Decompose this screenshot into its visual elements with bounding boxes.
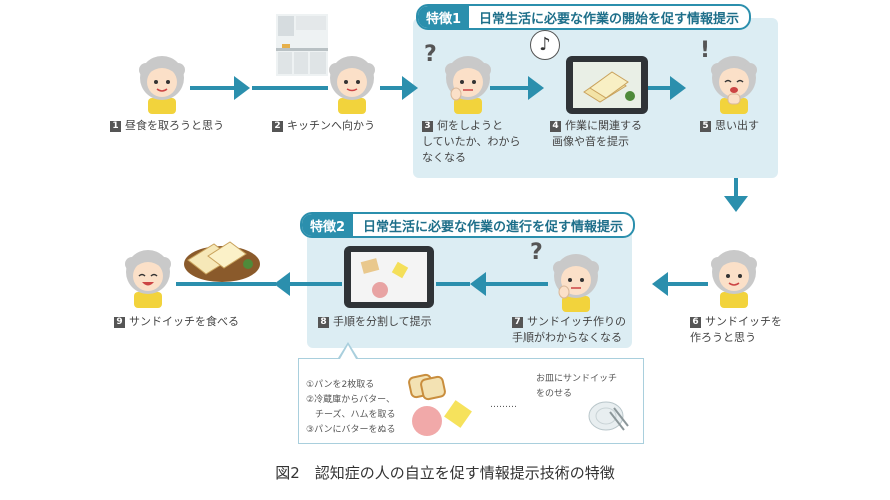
flow-line	[176, 282, 276, 286]
feature2-title: 日常生活に必要な作業の進行を促す情報提示	[363, 219, 624, 235]
question-mark: ?	[530, 240, 543, 265]
kitchen-illustration	[276, 14, 328, 76]
flow-line	[252, 86, 328, 90]
arrow-right-icon	[670, 76, 686, 100]
plate-icon	[586, 394, 630, 434]
flow-line	[734, 178, 738, 200]
flow-line	[668, 282, 708, 286]
feature2-tag: 特徴2	[302, 214, 354, 236]
bread-icon	[406, 368, 450, 402]
question-mark: ?	[424, 42, 437, 67]
elderly-person-icon	[706, 246, 762, 308]
elderly-person-icon	[324, 52, 380, 114]
feature1-header: 特徴1 日常生活に必要な作業の開始を促す情報提示	[416, 4, 752, 30]
final-step-text: お皿にサンドイッチ をのせる	[536, 374, 618, 399]
arrow-right-icon	[528, 76, 544, 100]
arrow-down-icon	[724, 196, 748, 212]
elderly-person-icon	[134, 52, 190, 114]
flow-line	[436, 282, 470, 286]
flow-line	[380, 86, 406, 90]
figure-caption: 図2 認知症の人の自立を促す情報提示技術の特徴	[275, 464, 615, 482]
feature1-title: 日常生活に必要な作業の開始を促す情報提示	[479, 11, 740, 27]
confused-person-icon	[548, 250, 604, 312]
flow-line	[490, 86, 532, 90]
callout-pointer-inner	[340, 345, 356, 359]
procedure-box	[298, 358, 644, 444]
ham-icon	[412, 406, 442, 436]
confused-person-icon	[440, 52, 496, 114]
flow-line	[190, 86, 238, 90]
arrow-left-icon	[470, 272, 486, 296]
arrow-left-icon	[274, 272, 290, 296]
procedure-steps: ①パンを2枚取る ②冷蔵庫からバター、 チーズ、ハムを取る ③パンにバターをぬる	[306, 380, 396, 435]
music-note-icon: ♪	[530, 30, 560, 60]
feature1-tag: 特徴1	[418, 6, 470, 28]
arrow-right-icon	[402, 76, 418, 100]
arrow-right-icon	[234, 76, 250, 100]
tablet-steps-icon	[344, 246, 434, 308]
tablet-image-icon	[566, 56, 648, 114]
happy-person-icon	[706, 52, 762, 114]
flow-line	[646, 86, 674, 90]
feature2-header: 特徴2 日常生活に必要な作業の進行を促す情報提示	[300, 212, 636, 238]
flow-line	[486, 282, 548, 286]
sandwich-plate-icon	[182, 234, 260, 284]
exclamation-mark: !	[700, 38, 711, 63]
ellipsis: ………	[490, 400, 517, 410]
flow-line	[290, 282, 342, 286]
arrow-left-icon	[652, 272, 668, 296]
happy-person-icon	[120, 246, 176, 308]
